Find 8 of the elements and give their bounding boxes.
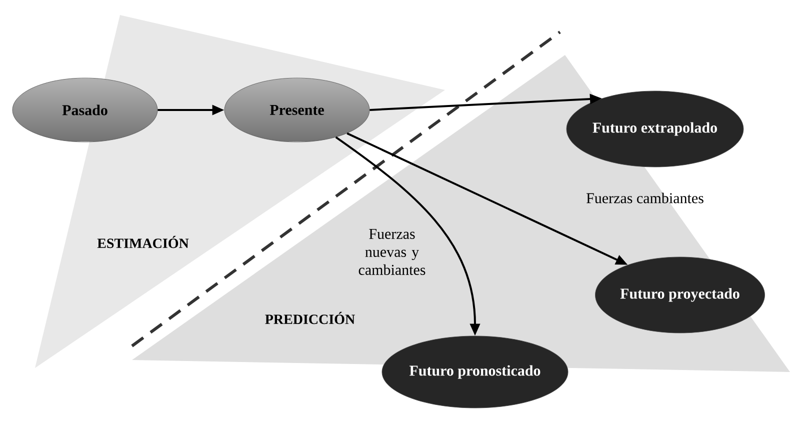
text-label: Fuerzas cambiantes <box>586 192 704 204</box>
text-label: ESTIMACIÓN <box>97 236 189 248</box>
text-label: Fuerzas nuevas y cambiantes <box>358 229 426 275</box>
ellipse-node: Pasado <box>12 78 158 142</box>
ellipse-node: Futuro pronosticado <box>382 336 568 408</box>
ellipse-node: Futuro extrapolado <box>566 90 744 168</box>
ellipse-node: Futuro proyectado <box>595 256 765 334</box>
text-label: PREDICCIÓN <box>265 312 355 324</box>
